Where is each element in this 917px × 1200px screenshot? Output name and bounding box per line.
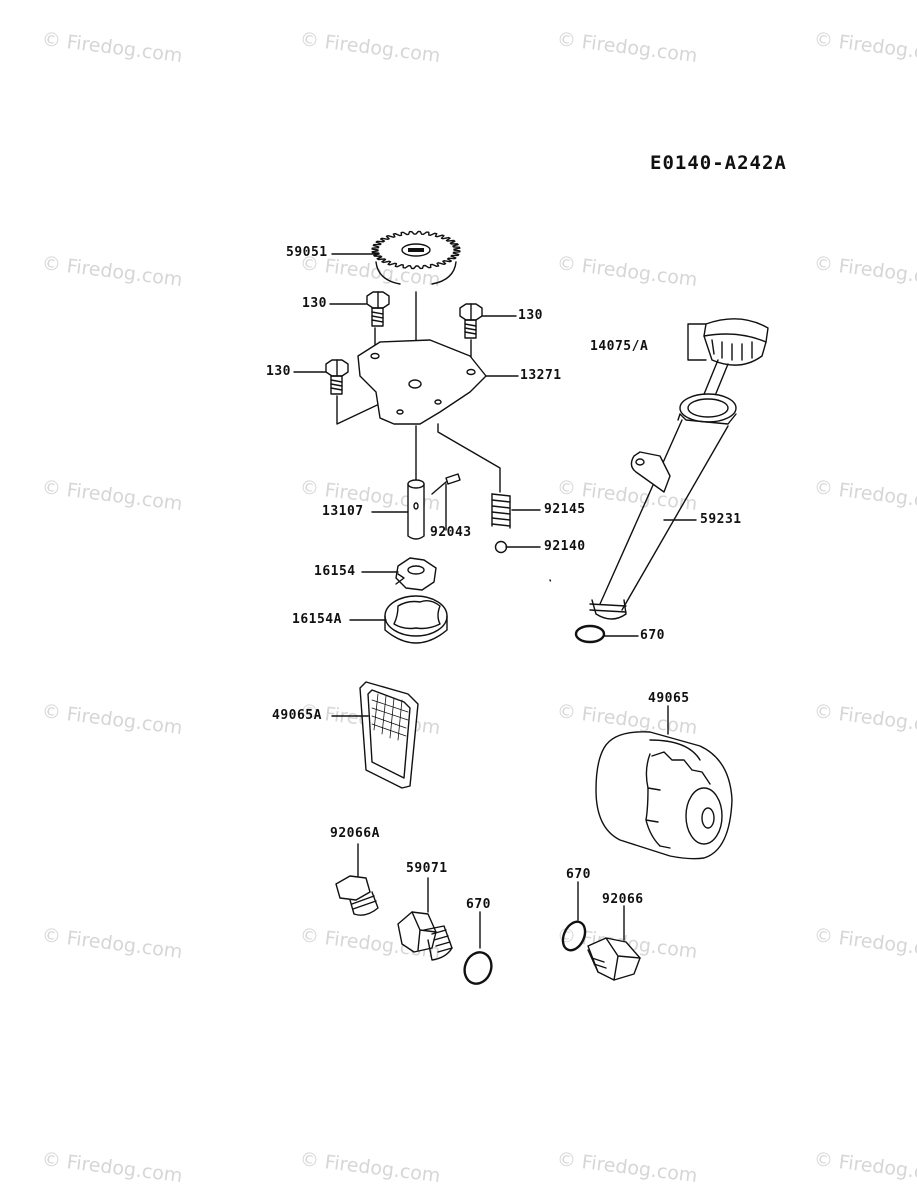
cover-plate-part[interactable] bbox=[357, 339, 487, 425]
part-label[interactable]: 92145 bbox=[544, 502, 586, 517]
shaft-part[interactable] bbox=[407, 425, 425, 540]
part-label[interactable]: 670 bbox=[566, 867, 591, 882]
part-label[interactable]: 92043 bbox=[430, 525, 472, 540]
leader-line bbox=[687, 323, 707, 361]
part-label[interactable]: 49065A bbox=[272, 708, 322, 723]
part-label[interactable]: 670 bbox=[640, 628, 665, 643]
pin-part[interactable] bbox=[431, 473, 461, 531]
part-label[interactable]: 59051 bbox=[286, 245, 328, 260]
part-label[interactable]: 16154A bbox=[292, 612, 342, 627]
part-label[interactable]: 14075/A bbox=[590, 339, 649, 354]
part-label[interactable]: 49065 bbox=[648, 691, 690, 706]
oil-filter-part[interactable] bbox=[595, 731, 733, 860]
part-label[interactable]: 130 bbox=[518, 308, 543, 323]
part-label[interactable]: 13107 bbox=[322, 504, 364, 519]
part-label[interactable]: 13271 bbox=[520, 368, 562, 383]
part-label[interactable]: 130 bbox=[266, 364, 291, 379]
fitting-part[interactable] bbox=[397, 911, 453, 961]
bolt-part[interactable] bbox=[366, 291, 390, 327]
strainer-part[interactable] bbox=[359, 681, 419, 789]
o-ring-part[interactable] bbox=[559, 918, 590, 954]
part-label[interactable]: 59071 bbox=[406, 861, 448, 876]
part-label[interactable]: 92066A bbox=[330, 826, 380, 841]
part-label[interactable]: 130 bbox=[302, 296, 327, 311]
bolt-part[interactable] bbox=[459, 303, 483, 339]
spring-part[interactable] bbox=[491, 493, 511, 529]
oil-gauge-pipe-part[interactable] bbox=[589, 393, 737, 620]
o-ring-part[interactable] bbox=[460, 949, 495, 988]
part-label[interactable]: 670 bbox=[466, 897, 491, 912]
drain-plug-part[interactable] bbox=[587, 937, 641, 981]
bolt-part[interactable] bbox=[325, 359, 349, 395]
gear-part[interactable] bbox=[371, 230, 461, 285]
part-label[interactable]: 16154 bbox=[314, 564, 356, 579]
part-label[interactable]: 92066 bbox=[602, 892, 644, 907]
o-ring-part[interactable] bbox=[574, 624, 606, 644]
ball-part[interactable] bbox=[494, 540, 508, 554]
inner-rotor-part[interactable] bbox=[395, 557, 437, 591]
part-label[interactable]: 92140 bbox=[544, 539, 586, 554]
drain-plug-part[interactable] bbox=[335, 875, 379, 916]
diagram-code: E0140-A242A bbox=[650, 152, 787, 174]
part-label[interactable]: 59231 bbox=[700, 512, 742, 527]
outer-rotor-part[interactable] bbox=[384, 595, 448, 644]
oil-gauge-cap-part[interactable] bbox=[699, 318, 769, 409]
